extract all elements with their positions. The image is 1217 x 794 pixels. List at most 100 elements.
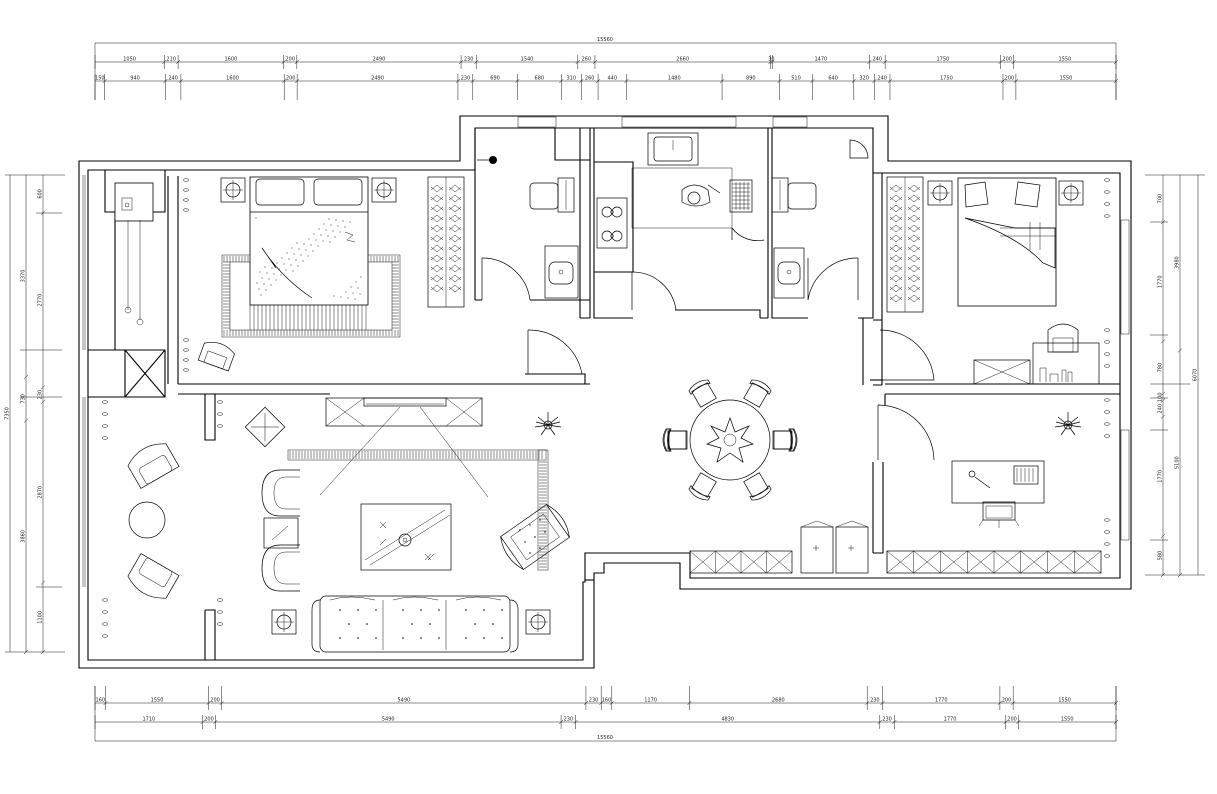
desk-icon xyxy=(951,460,1045,504)
top-row2-dimension-label: 320 xyxy=(859,76,869,82)
top-row1-dimension-label: 200 xyxy=(285,57,295,63)
curtain-icon xyxy=(182,178,190,372)
decor-frame xyxy=(244,406,286,448)
end-table-lamp-icon xyxy=(271,609,297,635)
top-row1-dimension-label: 1470 xyxy=(814,57,827,63)
top-row1-dimension-label: 230 xyxy=(464,57,474,63)
right-inner-dimension-label: 700 xyxy=(1158,194,1164,204)
top-row2-dimension-label: 510 xyxy=(791,76,801,82)
nightstand-lamp-icon xyxy=(1058,180,1084,206)
round-side-table xyxy=(128,501,166,539)
left-bedroom xyxy=(114,176,465,372)
left-inner-dimension-label: 2870 xyxy=(38,486,44,499)
sofa-icon xyxy=(311,595,519,653)
top-row2-dimension-label: 1750 xyxy=(940,76,953,82)
kitchen-counter xyxy=(631,167,733,229)
bottom-row1-dimension-label: 5490 xyxy=(397,698,410,704)
curtain-icon xyxy=(1103,398,1111,558)
top-row1-dimension-label: 200 xyxy=(1002,57,1012,63)
top-row2-dimension-label: 890 xyxy=(746,76,756,82)
left-inner-dimension-label: 600 xyxy=(38,189,44,199)
left-inner-dimension-label: 1100 xyxy=(38,611,44,624)
bottom-row2-dimension-label: 1550 xyxy=(1061,717,1074,723)
bottom-row2-dimension-label: 4830 xyxy=(721,717,734,723)
top-row2-dimension-label: 310 xyxy=(566,76,576,82)
bottom-total-dimension: 15560 xyxy=(597,735,613,741)
left-inner-dimension-label: 230 xyxy=(38,390,44,400)
top-row2-dimension-label: 940 xyxy=(130,76,140,82)
top-row1-dimension-label: 1600 xyxy=(225,57,238,63)
bottom-row2-dimension-label: 1770 xyxy=(944,717,957,723)
bottom-row2-dimension-label: 200 xyxy=(1007,717,1017,723)
rug xyxy=(287,449,547,461)
floor-drain-icon xyxy=(489,156,497,164)
bottom-row2-dimension-label: 230 xyxy=(564,717,574,723)
living-room xyxy=(244,397,570,653)
right-inner-dimension-label: 780 xyxy=(1158,363,1164,373)
top-row2-dimension-label: 680 xyxy=(535,76,545,82)
office-chair xyxy=(978,501,1020,528)
sink-icon xyxy=(544,245,579,299)
wardrobe-icon xyxy=(886,176,924,313)
left-outer-dimension-label: 3370 xyxy=(21,270,27,283)
top-row2-dimension-label: 200 xyxy=(1005,76,1015,82)
top-row2-dimension-label: 230 xyxy=(461,76,471,82)
bathroom-1 xyxy=(477,156,579,299)
bottom-row1-dimension-label: 230 xyxy=(589,698,599,704)
top-row2-dimension-label: 1600 xyxy=(226,76,239,82)
bottom-row2-dimension-label: 230 xyxy=(882,717,892,723)
top-row1-dimension-label: 1750 xyxy=(936,57,949,63)
lounge-area xyxy=(101,400,224,638)
storage-cabinet xyxy=(973,359,1031,385)
right-outer-dimension-label: 5100 xyxy=(1175,456,1181,469)
sink-icon xyxy=(647,132,699,166)
cook-figure-icon xyxy=(681,184,721,207)
exterior-walls xyxy=(78,115,1132,669)
armchair-icon xyxy=(261,469,300,592)
dining-area xyxy=(662,376,798,504)
armchair-icon xyxy=(500,504,570,570)
bottom-row2-dimension-label: 1710 xyxy=(142,717,155,723)
top-row1-dimension-label: 1050 xyxy=(123,57,136,63)
bed-icon xyxy=(957,177,1057,307)
top-row2-dimension-label: 240 xyxy=(877,76,887,82)
top-row1-dimension-label: 210 xyxy=(166,57,176,63)
side-table xyxy=(263,517,299,549)
bottom-row1-dimension-label: 1550 xyxy=(151,698,164,704)
curtain-icon xyxy=(1103,178,1111,368)
bathroom-2 xyxy=(771,177,817,299)
bottom-row1-dimension-label: 200 xyxy=(1002,698,1012,704)
dining-table-icon xyxy=(689,399,771,481)
sink-icon xyxy=(773,247,805,299)
nightstand-lamp-icon xyxy=(371,177,397,203)
right-dimension-lines xyxy=(1145,174,1205,576)
top-row1-dimension-label: 1540 xyxy=(521,57,534,63)
top-row2-dimension-label: 440 xyxy=(608,76,618,82)
right-outer-dimension-label: 3980 xyxy=(1175,256,1181,269)
bottom-row1-dimension-label: 160 xyxy=(602,698,612,704)
top-row2-dimension-label: 150 xyxy=(95,76,105,82)
right-inner-dimension-label: 240 xyxy=(1158,404,1164,414)
top-row1-dimension-label: 260 xyxy=(582,57,592,63)
right-bedroom xyxy=(886,176,1111,385)
stove-icon xyxy=(596,197,628,249)
bottom-row1-dimension-label: 160 xyxy=(96,698,106,704)
side-cabinet xyxy=(114,182,154,222)
bottom-row1-dimension-label: 230 xyxy=(870,698,880,704)
left-inner-dimension-label: 2770 xyxy=(38,294,44,307)
top-row1-dimension-label: 240 xyxy=(872,57,882,63)
toilet-icon xyxy=(529,177,575,213)
left-total-dimension: 7350 xyxy=(5,407,11,420)
top-row1-dimension-label: 1550 xyxy=(1059,57,1072,63)
bottom-dimension-lines xyxy=(94,686,1119,742)
top-row1-dimension-label: 2490 xyxy=(373,57,386,63)
right-inner-dimension-label: 100 xyxy=(1158,392,1164,402)
armchair-icon xyxy=(1047,323,1079,353)
plant-icon xyxy=(534,411,562,436)
